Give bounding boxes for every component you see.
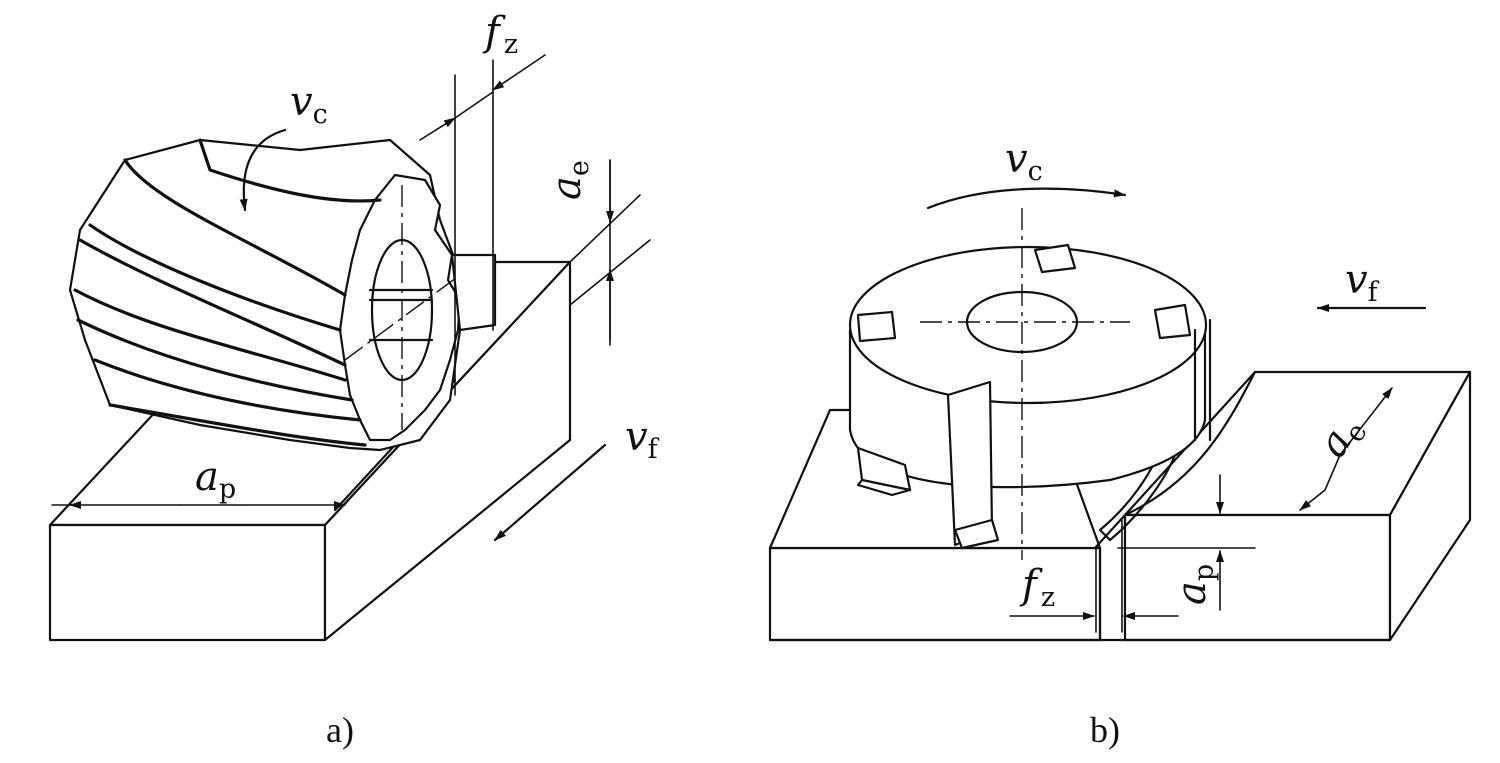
ae-arrow-b-1 bbox=[1339, 387, 1393, 456]
fz-arrow-1 bbox=[419, 117, 456, 141]
vc-arrow-b bbox=[926, 187, 1127, 210]
flute-1 bbox=[123, 158, 347, 297]
caption-a: a) bbox=[326, 710, 354, 750]
flute-2 bbox=[88, 223, 342, 332]
cut-wall-b bbox=[1123, 370, 1257, 517]
label-b-vf: vf bbox=[1345, 257, 1380, 308]
label-a-ap: ap bbox=[195, 454, 236, 505]
ae-ext-1 bbox=[569, 194, 641, 263]
label-a-vf: vf bbox=[625, 414, 660, 465]
vc-arrow-a bbox=[239, 128, 287, 212]
workpiece-a-front bbox=[48, 523, 327, 642]
label-b-vc: vc bbox=[1005, 136, 1043, 187]
flute-7 bbox=[108, 403, 367, 447]
flute-3 bbox=[78, 238, 347, 367]
label-b-ap: ap bbox=[1169, 564, 1220, 605]
ae-arrow-b-2 bbox=[1299, 489, 1326, 511]
workpiece-a-side bbox=[323, 260, 572, 642]
flute-4 bbox=[73, 288, 347, 382]
flute-6 bbox=[93, 358, 362, 422]
workpiece-b-front-high bbox=[1123, 513, 1392, 642]
flute-top bbox=[198, 138, 382, 203]
insert-top-2 bbox=[856, 310, 897, 343]
caption-b: b) bbox=[1090, 710, 1120, 750]
vf-arrow-a bbox=[493, 443, 607, 542]
workpiece-b-side bbox=[1388, 370, 1472, 642]
label-a-vc: vc bbox=[290, 79, 328, 130]
face-mill-cutter bbox=[848, 208, 1212, 560]
label-a-ae: ae bbox=[544, 160, 595, 200]
insert-front bbox=[946, 380, 994, 547]
fz-arrow-2 bbox=[492, 54, 546, 91]
insert-top-3 bbox=[1153, 303, 1192, 340]
helical-cutter bbox=[68, 138, 497, 452]
insert-top-1 bbox=[1033, 243, 1077, 274]
cutter-a-tooth bbox=[450, 253, 497, 332]
cutter-a-axis-h bbox=[344, 274, 461, 361]
chip-b bbox=[1098, 448, 1177, 542]
flute-5 bbox=[76, 318, 354, 402]
